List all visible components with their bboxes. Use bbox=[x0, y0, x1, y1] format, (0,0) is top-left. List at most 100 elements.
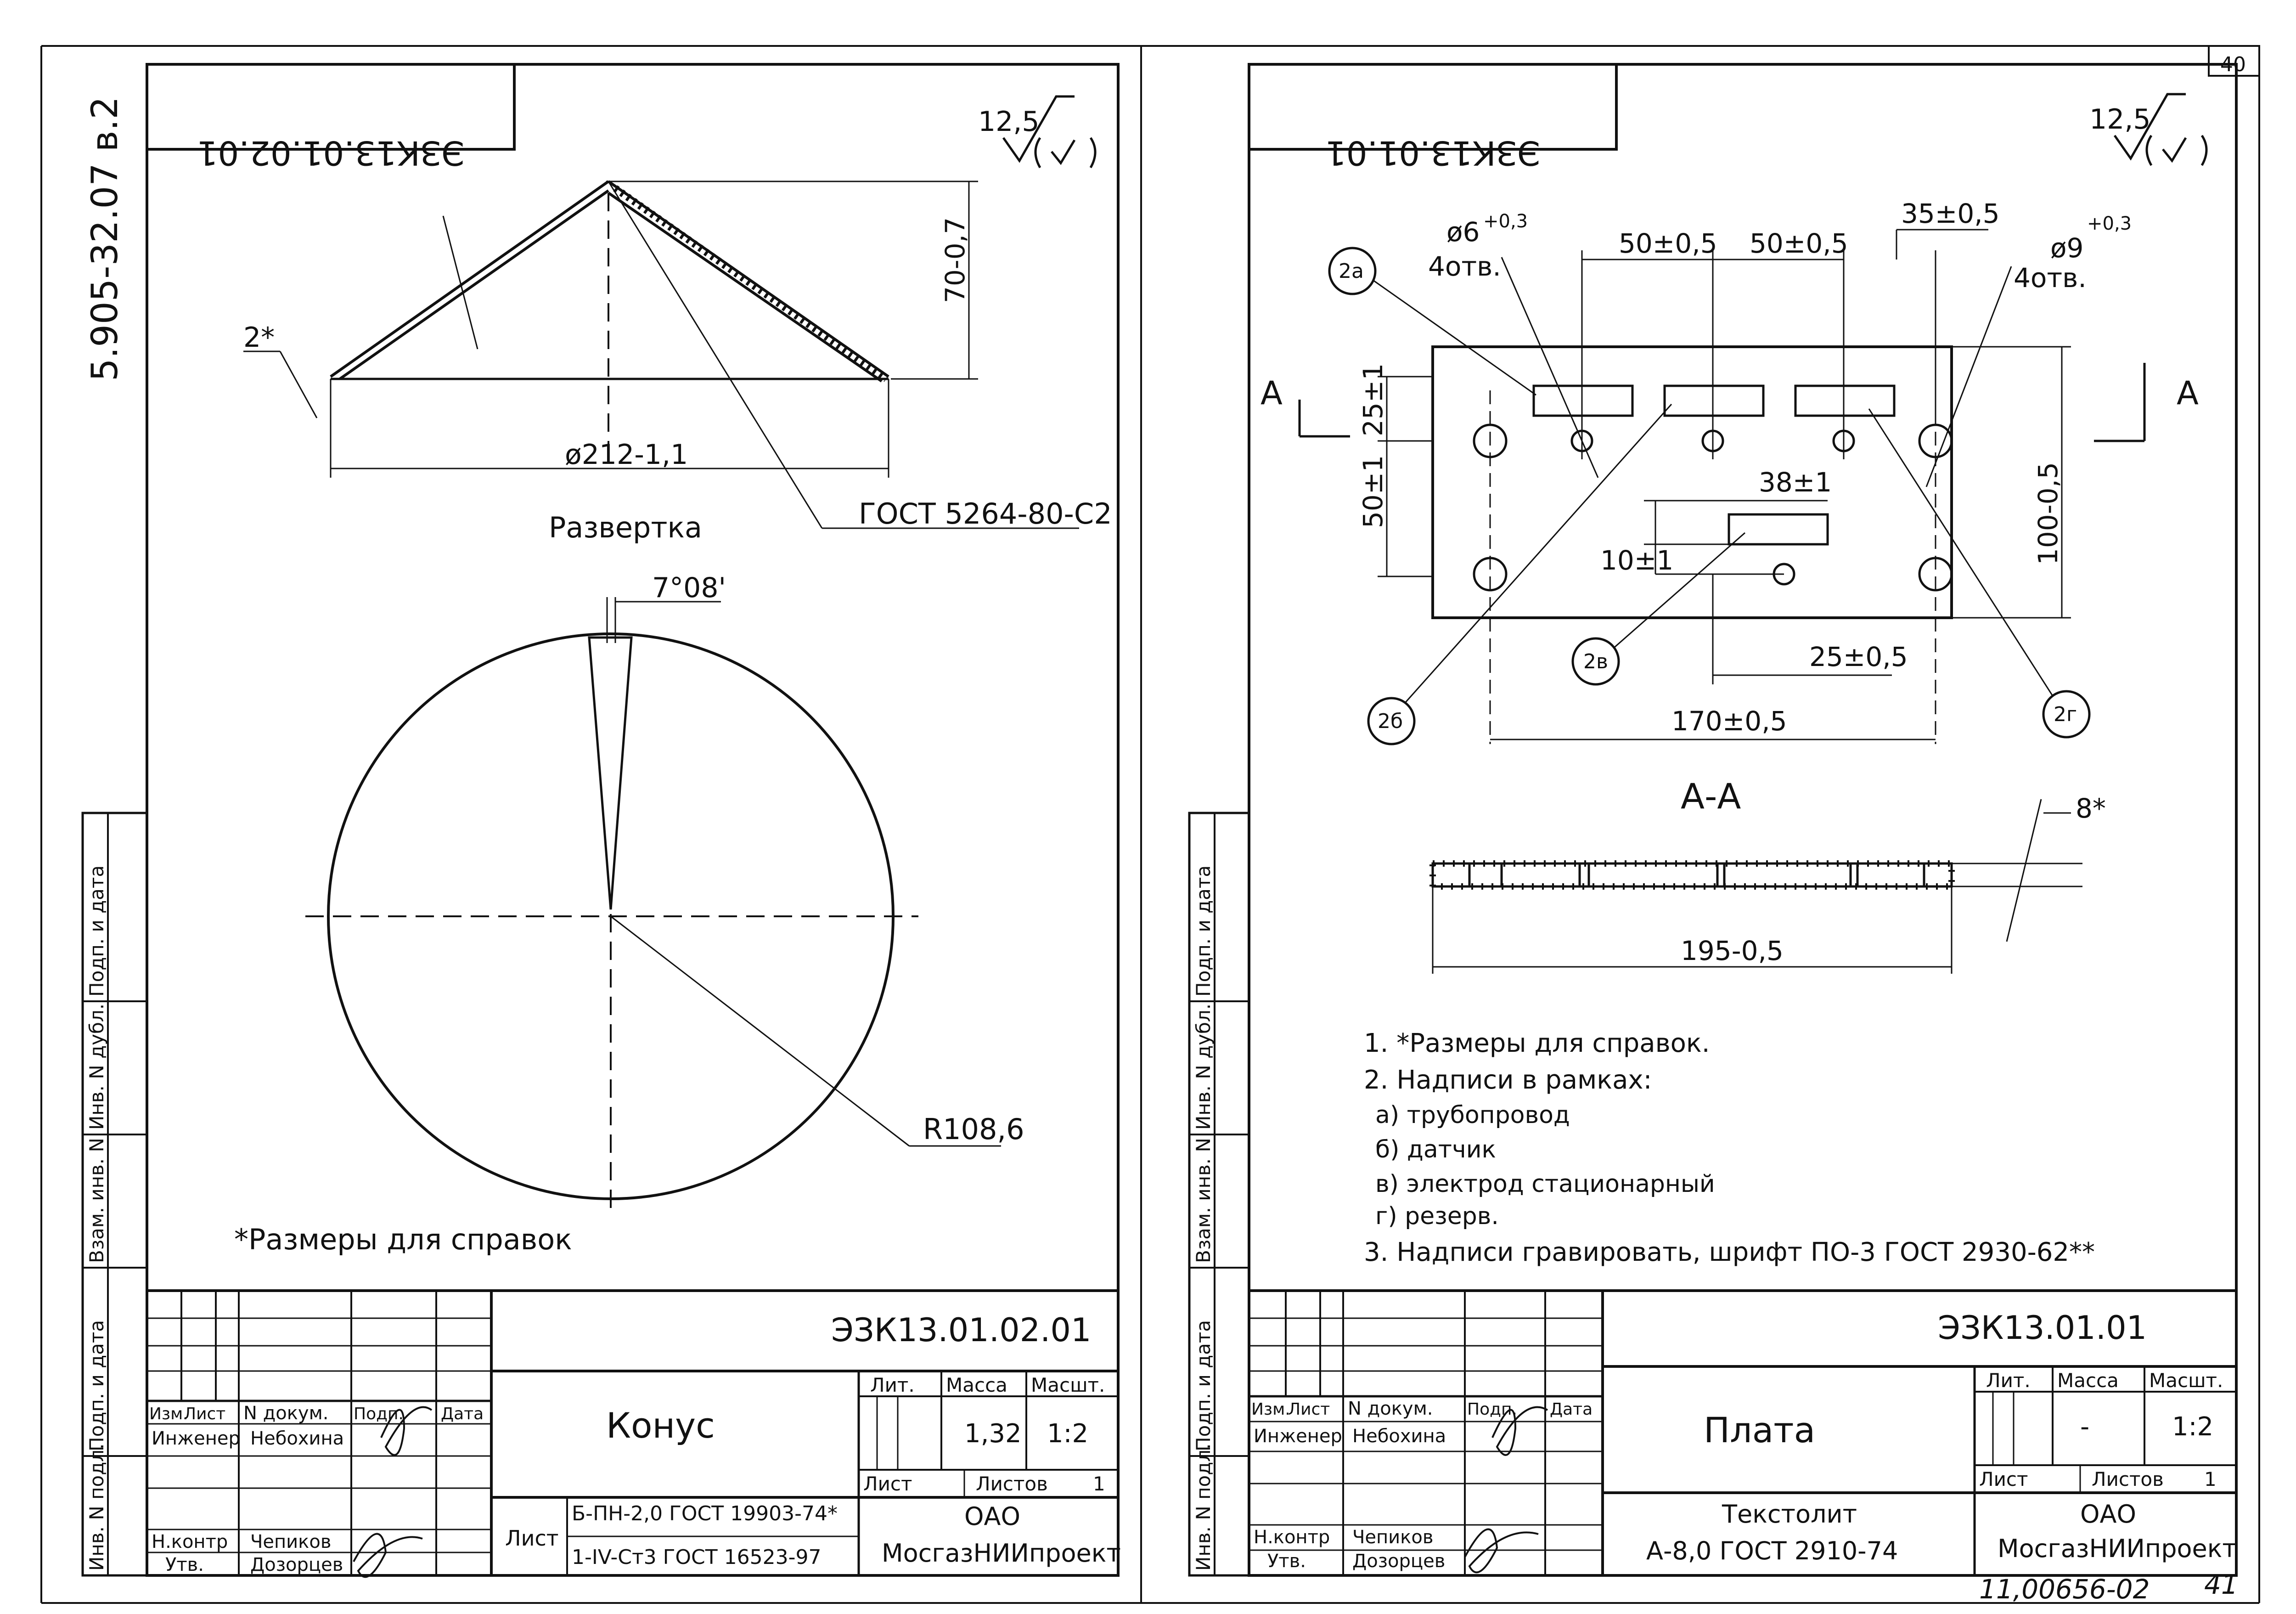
svg-text:50±1: 50±1 bbox=[1357, 455, 1389, 528]
dim-height: 70-0,7 bbox=[940, 217, 971, 303]
svg-text:Листов: Листов bbox=[976, 1473, 1048, 1495]
svg-text:2. Надписи в рамках:: 2. Надписи в рамках: bbox=[1364, 1065, 1652, 1095]
svg-text:4отв.: 4отв. bbox=[2014, 262, 2087, 293]
svg-text:Взам. инв. N: Взам. инв. N bbox=[1192, 1138, 1215, 1263]
svg-text:Инв. N дубл.: Инв. N дубл. bbox=[1192, 1004, 1215, 1130]
svg-text:2а: 2а bbox=[1339, 260, 1364, 283]
svg-text:Взам. инв. N: Взам. инв. N bbox=[85, 1138, 108, 1263]
svg-text:25±1: 25±1 bbox=[1357, 363, 1389, 436]
svg-text:Листов: Листов bbox=[2092, 1468, 2164, 1490]
plate-plan: 50±0,5 50±0,5 35±0,5 ø6 +0,3 4отв. ø9 +0… bbox=[1261, 198, 2199, 744]
svg-text:ЭЗК13.01.01: ЭЗК13.01.01 bbox=[1938, 1309, 2147, 1347]
svg-text:ОАО: ОАО bbox=[964, 1502, 1020, 1531]
svg-text:-: - bbox=[2080, 1412, 2089, 1442]
svg-text:Плата: Плата bbox=[1704, 1410, 1815, 1450]
svg-text:12,5: 12,5 bbox=[2089, 103, 2151, 135]
svg-text:Лист: Лист bbox=[863, 1473, 912, 1495]
svg-text:Изм.: Изм. bbox=[149, 1405, 188, 1423]
callouts: 2а 2б 2в 2г bbox=[1328, 247, 2091, 745]
signature bbox=[1491, 1406, 1548, 1456]
cone-side-view: 70-0,7 2* ø212-1,1 ГОСТ 5264-80-С2 bbox=[243, 180, 1112, 530]
archive-number: 11,00656-02 bbox=[1979, 1574, 2150, 1605]
side-strip: Подп. и дата Инв. N дубл. Взам. инв. N П… bbox=[81, 812, 148, 1577]
ref-note: *Размеры для справок bbox=[234, 1223, 572, 1256]
title-block: ЭЗК13.01.02.01 Конус Изм. Лист N докум. … bbox=[147, 1289, 1121, 1578]
unfold-label: Развертка bbox=[549, 511, 702, 544]
roughness-symbol: 12,5 bbox=[2089, 93, 2208, 166]
svg-text:3. Надписи гравировать, шрифт: 3. Надписи гравировать, шрифт ПО-3 ГОСТ … bbox=[1364, 1237, 2095, 1267]
svg-text:Подп.: Подп. bbox=[1467, 1400, 1517, 1419]
signature bbox=[353, 1533, 423, 1578]
svg-text:Инженер: Инженер bbox=[152, 1428, 240, 1449]
svg-text:Б-ПН-2,0 ГОСТ 19903-74*: Б-ПН-2,0 ГОСТ 19903-74* bbox=[572, 1502, 838, 1525]
side-strip: Подп. и дата Инв. N дубл. Взам. инв. N П… bbox=[1188, 812, 1250, 1577]
svg-text:Чепиков: Чепиков bbox=[250, 1531, 331, 1552]
svg-text:А-А: А-А bbox=[1681, 776, 1741, 817]
svg-text:Подп.: Подп. bbox=[354, 1405, 404, 1423]
svg-text:38±1: 38±1 bbox=[1759, 467, 1832, 498]
svg-text:Подп. и дата: Подп. и дата bbox=[1192, 1320, 1215, 1451]
left-sheet: 5.905-32.07 в.2 ЭЗК13.01.02.01 12,5 70-0… bbox=[81, 63, 1121, 1578]
svg-text:Масшт.: Масшт. bbox=[1031, 1374, 1105, 1396]
svg-text:Дозорцев: Дозорцев bbox=[250, 1554, 343, 1575]
angle: 7°08' bbox=[652, 572, 726, 604]
title-box-text: ЭЗК13.01.01 bbox=[1325, 134, 1540, 172]
title-block: ЭЗК13.01.01 Плата Изм. Лист N докум. Под… bbox=[1249, 1289, 2237, 1575]
svg-text:Утв.: Утв. bbox=[1267, 1551, 1306, 1572]
svg-text:Лист: Лист bbox=[505, 1526, 559, 1551]
svg-text:Инв. N дубл.: Инв. N дубл. bbox=[85, 1004, 108, 1130]
svg-text:Изм.: Изм. bbox=[1251, 1400, 1290, 1419]
svg-text:Подп. и дата: Подп. и дата bbox=[85, 1320, 108, 1451]
weld-note: ГОСТ 5264-80-С2 bbox=[859, 497, 1112, 530]
svg-text:1:2: 1:2 bbox=[2172, 1412, 2213, 1442]
svg-text:100-0,5: 100-0,5 bbox=[2032, 462, 2064, 565]
svg-text:Инженер: Инженер bbox=[1254, 1426, 1342, 1447]
svg-text:ø6: ø6 bbox=[1446, 216, 1480, 248]
svg-text:А-8,0 ГОСТ 2910-74: А-8,0 ГОСТ 2910-74 bbox=[1646, 1536, 1898, 1565]
svg-text:50±0,5: 50±0,5 bbox=[1619, 228, 1717, 259]
svg-text:1. *Размеры для справок.: 1. *Размеры для справок. bbox=[1364, 1028, 1710, 1058]
svg-text:N докум.: N докум. bbox=[243, 1403, 329, 1424]
svg-text:Инв. N подл.: Инв. N подл. bbox=[1192, 1444, 1215, 1571]
vertical-code: 5.905-32.07 в.2 bbox=[84, 96, 126, 381]
svg-text:50±0,5: 50±0,5 bbox=[1750, 228, 1848, 259]
svg-text:Масса: Масса bbox=[946, 1374, 1007, 1396]
title-box bbox=[146, 63, 516, 151]
svg-text:Лит.: Лит. bbox=[870, 1374, 915, 1396]
svg-text:Подп. и дата: Подп. и дата bbox=[85, 865, 108, 997]
svg-text:А: А bbox=[2177, 374, 2199, 412]
svg-text:Масшт.: Масшт. bbox=[2149, 1369, 2223, 1392]
svg-text:1: 1 bbox=[2204, 1468, 2217, 1490]
svg-text:+0,3: +0,3 bbox=[1483, 211, 1528, 232]
svg-text:Небохина: Небохина bbox=[250, 1428, 344, 1449]
cone-development: 7°08' R108,6 bbox=[305, 572, 1024, 1217]
svg-text:170±0,5: 170±0,5 bbox=[1671, 705, 1787, 737]
svg-text:Дата: Дата bbox=[441, 1405, 484, 1423]
svg-text:Масса: Масса bbox=[2057, 1369, 2119, 1392]
svg-text:10±1: 10±1 bbox=[1600, 545, 1673, 576]
svg-text:б) датчик: б) датчик bbox=[1375, 1136, 1496, 1163]
svg-text:2б: 2б bbox=[1378, 710, 1403, 733]
outer-border bbox=[40, 45, 2260, 1604]
svg-text:2г: 2г bbox=[2054, 703, 2077, 726]
svg-text:1:2: 1:2 bbox=[1047, 1419, 1088, 1449]
svg-text:2в: 2в bbox=[1583, 650, 1608, 673]
dim-thickness: 2* bbox=[243, 322, 275, 354]
svg-text:Дата: Дата bbox=[1550, 1400, 1593, 1419]
svg-text:г) резерв.: г) резерв. bbox=[1375, 1202, 1499, 1230]
svg-text:ø9: ø9 bbox=[2050, 232, 2083, 264]
svg-text:Чепиков: Чепиков bbox=[1352, 1527, 1433, 1548]
svg-text:+0,3: +0,3 bbox=[2087, 213, 2132, 234]
roughness-symbol: 12,5 bbox=[978, 95, 1097, 169]
svg-text:Утв.: Утв. bbox=[165, 1554, 204, 1575]
svg-text:Небохина: Небохина bbox=[1352, 1426, 1446, 1447]
svg-text:ОАО: ОАО bbox=[2080, 1500, 2136, 1529]
dim-diameter: ø212-1,1 bbox=[565, 439, 688, 471]
svg-text:Конус: Конус bbox=[606, 1405, 715, 1446]
title-box-text: ЭЗК13.01.02.01 bbox=[197, 134, 465, 172]
svg-text:МосгазНИИпроект: МосгазНИИпроект bbox=[882, 1539, 1121, 1568]
svg-text:8*: 8* bbox=[2076, 793, 2106, 824]
svg-text:35±0,5: 35±0,5 bbox=[1901, 198, 2000, 229]
svg-text:ЭЗК13.01.02.01: ЭЗК13.01.02.01 bbox=[831, 1311, 1092, 1349]
